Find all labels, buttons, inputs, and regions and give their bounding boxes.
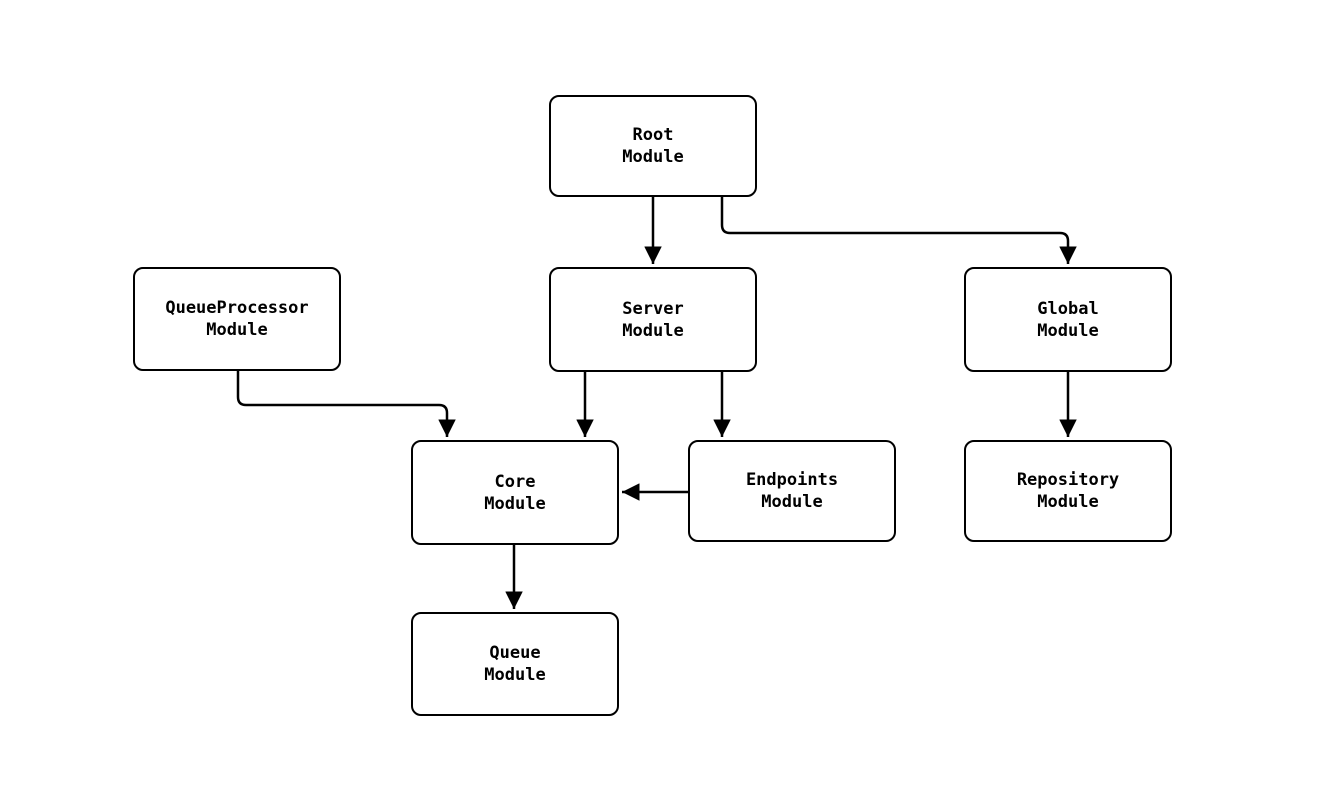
node-queueprocessor-module: QueueProcessor Module bbox=[133, 267, 341, 371]
edge-queueprocessor-to-core bbox=[236, 371, 456, 437]
node-root-module: Root Module bbox=[549, 95, 757, 197]
node-server-module-label: Server Module bbox=[622, 298, 684, 341]
node-queue-module: Queue Module bbox=[411, 612, 619, 716]
node-queueprocessor-module-label: QueueProcessor Module bbox=[165, 298, 309, 340]
node-repository-module: Repository Module bbox=[964, 440, 1172, 542]
node-repository-module-label: Repository Module bbox=[1016, 470, 1120, 512]
node-core-module: Core Module bbox=[411, 440, 619, 545]
edge-root-to-global bbox=[720, 197, 1077, 264]
node-core-module-label: Core Module bbox=[484, 471, 546, 514]
node-endpoints-module-label: Endpoints Module bbox=[745, 470, 839, 512]
node-root-module-label: Root Module bbox=[622, 125, 684, 167]
node-global-module-label: Global Module bbox=[1037, 298, 1099, 341]
node-global-module: Global Module bbox=[964, 267, 1172, 372]
node-server-module: Server Module bbox=[549, 267, 757, 372]
node-queue-module-label: Queue Module bbox=[484, 643, 546, 685]
node-endpoints-module: Endpoints Module bbox=[688, 440, 896, 542]
